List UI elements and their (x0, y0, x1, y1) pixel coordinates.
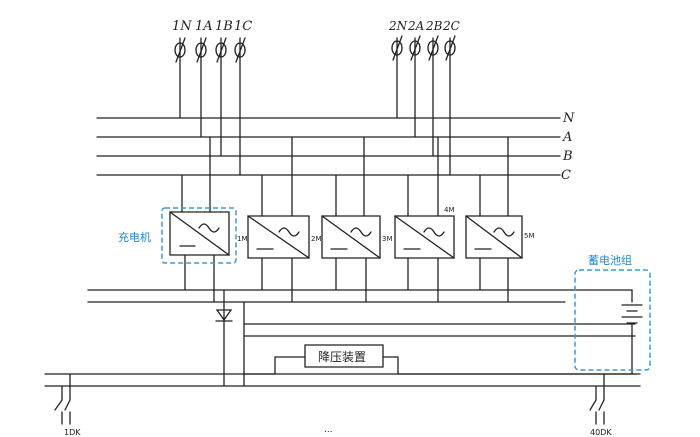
ac-busbars (97, 118, 560, 175)
input-label-2n: 2N (388, 19, 408, 33)
breaker-symbol (391, 36, 403, 60)
rectifier-module-2 (248, 216, 309, 258)
charger-highlight-box (162, 208, 236, 263)
switch-1dk (55, 374, 70, 424)
switch-40dk (590, 374, 604, 424)
rectifier-module-4 (395, 216, 454, 258)
breaker-symbol (174, 38, 186, 62)
module-label-4m: 4M (444, 206, 455, 214)
busbar-label-b: B (562, 149, 573, 164)
busbar-label-n: N (562, 111, 575, 126)
input-label-1a: 1A (195, 19, 213, 34)
breaker-symbol (215, 38, 227, 62)
input-label-2b: 2B (425, 19, 443, 33)
module-label-5m: 5M (524, 232, 535, 240)
breaker-symbol (427, 36, 439, 60)
switch-40dk-label: 40DK (590, 428, 612, 437)
battery-highlight-box (575, 270, 650, 370)
input-label-2a: 2A (407, 19, 425, 33)
breaker-symbol (444, 36, 456, 60)
module-label-1m: 1M (237, 235, 248, 243)
diode-branch (216, 290, 244, 386)
module-label-3m: 3M (382, 235, 393, 243)
switch-1dk-label: 1DK (64, 428, 81, 437)
battery-bank-label: 蓄电池组 (588, 253, 632, 267)
output-buses (45, 374, 640, 386)
step-down-device-label: 降压装置 (318, 350, 366, 364)
input-label-1c: 1C (234, 19, 252, 34)
rectifier-module-5 (466, 216, 522, 258)
dc-buses (88, 290, 635, 336)
input-label-1n: 1N (172, 19, 192, 34)
module-outputs (185, 255, 508, 302)
breaker-symbol (409, 36, 421, 60)
rectifier-module-3 (322, 216, 380, 258)
input-label-1b: 1B (215, 19, 233, 34)
input-breakers-group-2 (391, 36, 456, 175)
diode-symbol (217, 310, 231, 320)
ellipsis-mark: ... (324, 425, 333, 435)
busbar-label-c: C (561, 168, 571, 183)
charger-label: 充电机 (118, 230, 151, 244)
rectifier-module-1 (170, 212, 229, 255)
busbar-label-a: A (562, 130, 572, 145)
breaker-symbol (195, 38, 207, 62)
input-breakers-group-1 (174, 38, 246, 175)
battery-bank (565, 290, 642, 374)
module-feeders (182, 137, 508, 216)
breaker-symbol (234, 38, 246, 62)
step-down-device-box (305, 345, 383, 367)
input-label-2c: 2C (442, 19, 460, 33)
module-label-2m: 2M (311, 235, 322, 243)
